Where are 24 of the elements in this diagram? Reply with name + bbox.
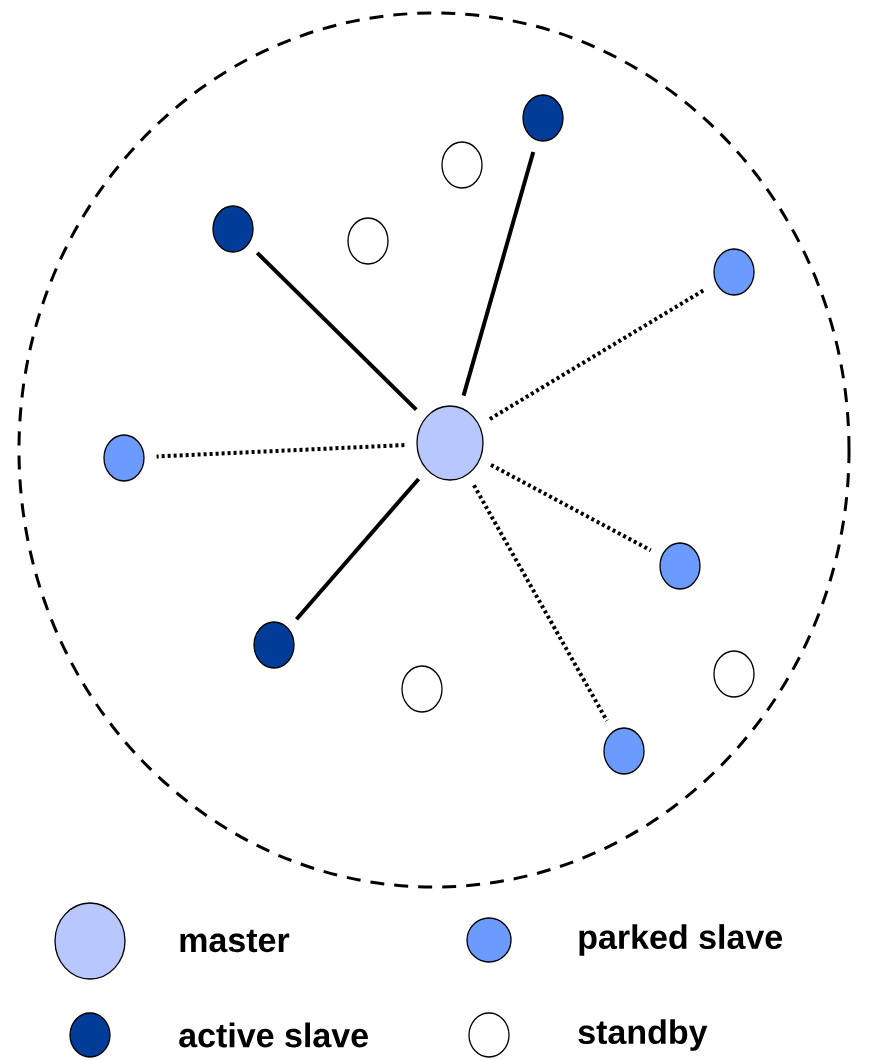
device-circle — [713, 248, 755, 296]
legend-label: master — [180, 929, 290, 953]
device-circle — [522, 94, 564, 142]
device-circle — [441, 141, 483, 189]
device-circle — [347, 217, 389, 265]
device-circle — [603, 727, 645, 775]
connection-line — [490, 463, 652, 553]
device-circle — [416, 405, 484, 481]
legend-label: parked slave — [579, 924, 783, 956]
connection-line — [488, 287, 707, 421]
legend-label: active slave — [179, 1022, 368, 1048]
device-circle — [212, 205, 254, 253]
connection-line — [156, 443, 405, 459]
connection-line — [472, 484, 609, 722]
connection-line — [255, 251, 418, 412]
device-circle — [253, 621, 295, 669]
device-circle — [713, 650, 755, 698]
device-circle — [103, 434, 145, 482]
device-circle — [401, 665, 443, 713]
device-circle — [659, 542, 701, 590]
connection-line — [294, 477, 421, 621]
legend-label: standby — [578, 1019, 708, 1051]
connection-line — [461, 151, 536, 397]
range-boundary — [17, 11, 851, 889]
